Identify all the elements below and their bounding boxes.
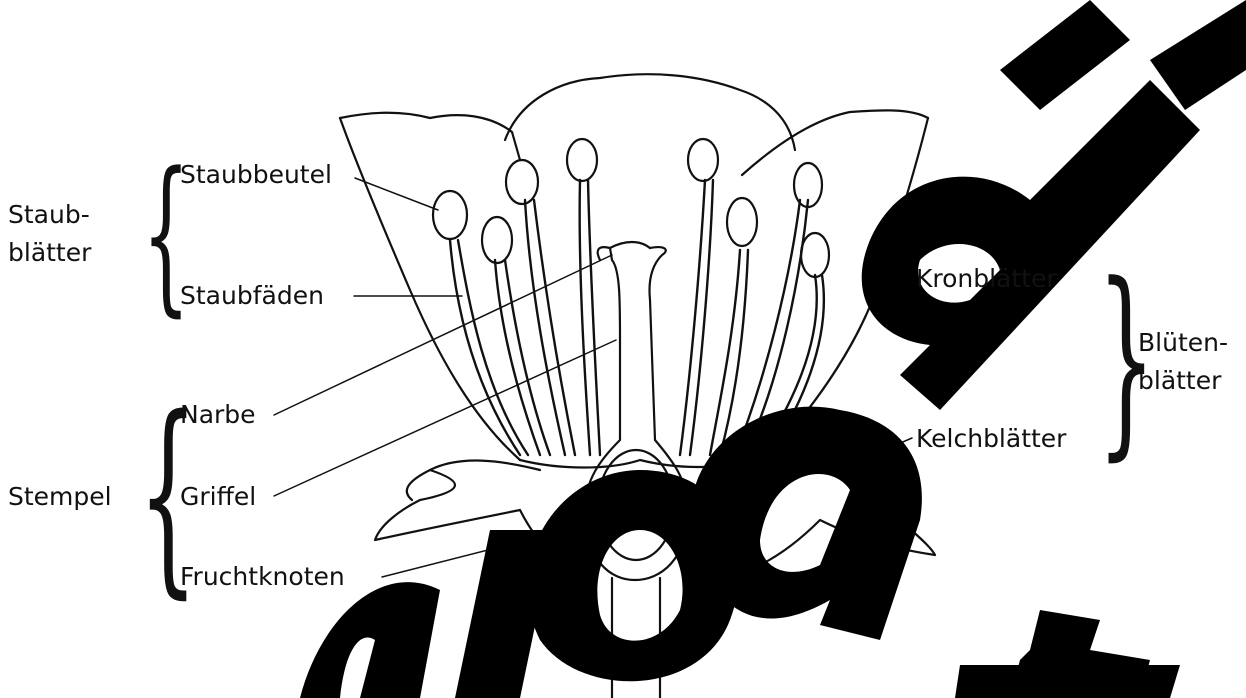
back-petal: [505, 74, 795, 150]
label-fruchtknoten: Fruchtknoten: [180, 562, 345, 592]
left-petal: [340, 113, 520, 160]
anthers: [433, 139, 829, 277]
label-bluetenblaetter-2: blätter: [1138, 366, 1221, 396]
label-staubbeutel: Staubbeutel: [180, 160, 332, 190]
label-staubblaetter-1: Staub-: [8, 200, 90, 230]
brace-bluetenblaetter: }: [1097, 258, 1156, 463]
label-kelchblaetter: Kelchblätter: [916, 424, 1066, 454]
right-petal: [742, 110, 928, 175]
label-bluetenblaetter-1: Blüten-: [1138, 328, 1228, 358]
label-griffel: Griffel: [180, 482, 256, 512]
label-staubblaetter-2: blätter: [8, 238, 91, 268]
label-staubfaeden: Staubfäden: [180, 281, 324, 311]
label-narbe: Narbe: [180, 400, 256, 430]
label-stempel: Stempel: [8, 482, 112, 512]
label-kronblaetter: Kronblätter: [916, 264, 1057, 294]
